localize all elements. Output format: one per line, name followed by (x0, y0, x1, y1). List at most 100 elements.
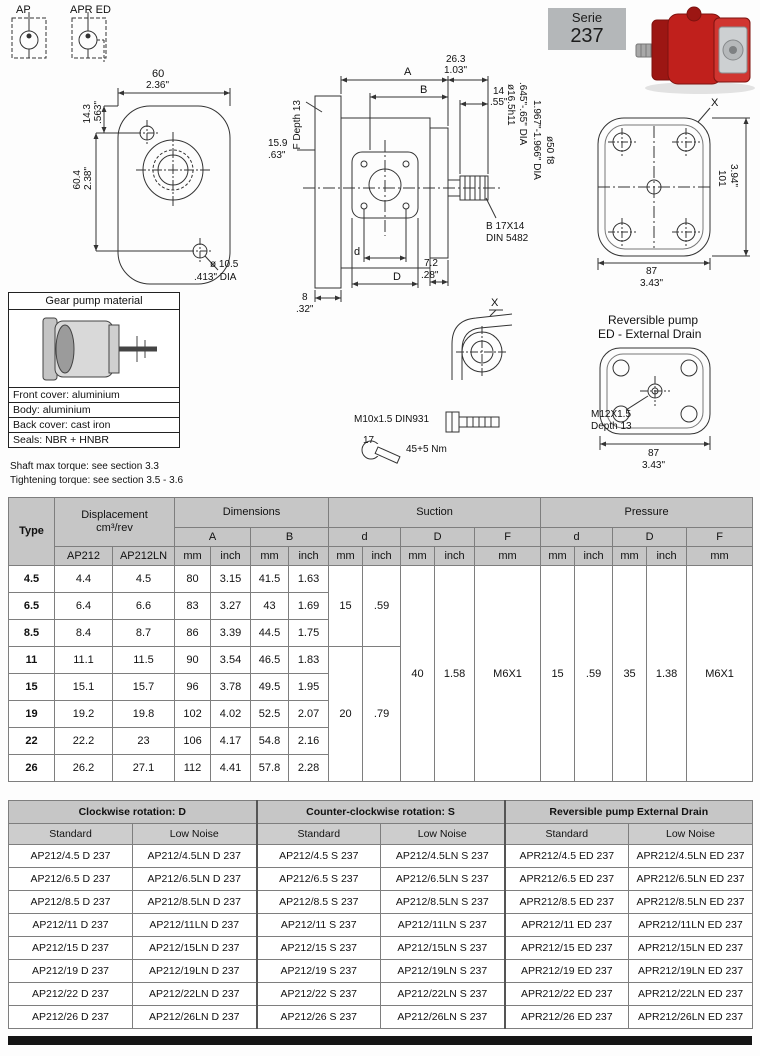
reversible-bolt-spacing-mm-label: 87 (648, 448, 660, 459)
side-foot-in-label: .32" (296, 304, 314, 315)
back-bolt-spacing-mm-label: 87 (646, 266, 658, 277)
side-port-back-mm-label: 7.2 (424, 258, 438, 269)
reversible-bolt-spacing-in-label: 3.43" (642, 460, 666, 471)
side-shaft-len-in-label: 1.03" (444, 65, 468, 76)
spec-cell: 96 (174, 673, 212, 701)
front-hole-offset-mm-label: 14.3 (82, 104, 93, 124)
side-foot-mm-label: 8 (302, 292, 308, 303)
spec-cell: 2.16 (288, 727, 330, 755)
spec-cell: 11.1 (54, 646, 113, 674)
spec-type-cell: 26 (8, 754, 55, 782)
spec-cell: 1.69 (288, 592, 330, 620)
spec-table: Type Displacement cm³/rev Dimensions Suc… (8, 497, 754, 782)
material-figure-drawing (42, 317, 157, 381)
order-subheader-low-noise: Low Noise (380, 823, 506, 845)
order-code-cell: APR212/8.5 ED 237 (504, 890, 630, 914)
order-code-cell: AP212/6.5 D 237 (8, 867, 133, 891)
order-code-cell: APR212/11 ED 237 (504, 913, 630, 937)
spec-header-ap212ln: AP212LN (111, 546, 176, 566)
reversible-drain-thread-label: M12X1.5 (591, 409, 632, 420)
material-box-title: Gear pump material (9, 293, 179, 310)
spec-header-b: B (250, 527, 330, 547)
spec-cell: 83 (174, 592, 212, 620)
spec-cell: 26.2 (54, 754, 113, 782)
material-box-figure (9, 310, 179, 388)
order-code-cell: APR212/11LN ED 237 (628, 913, 754, 937)
spec-cell: M6X1 (686, 565, 754, 782)
order-code-cell: AP212/15LN D 237 (131, 936, 258, 960)
order-subheader-low-noise: Low Noise (131, 823, 258, 845)
order-code-cell: APR212/19LN ED 237 (628, 959, 754, 983)
side-shaft-dia-in-label: .645"-.65" DIA (517, 82, 528, 146)
spec-cell: 102 (174, 700, 212, 728)
spec-header-a: A (174, 527, 252, 547)
spec-cell: 4.17 (210, 727, 252, 755)
detail-x-fragment (451, 309, 513, 380)
spec-cell: 112 (174, 754, 212, 782)
spec-header-suction-f: F (474, 527, 542, 547)
spec-cell: 44.5 (250, 619, 290, 647)
side-f-depth-label: F Depth 13 (292, 100, 303, 150)
order-code-cell: APR212/4.5 ED 237 (504, 844, 630, 868)
spec-cell: 22.2 (54, 727, 113, 755)
spec-header-row-1: Type Displacement cm³/rev Dimensions Suc… (8, 497, 754, 566)
order-code-cell: AP212/4.5LN D 237 (131, 844, 258, 868)
side-port-D-label: D (393, 271, 401, 283)
material-back-cover: Back cover: cast iron (9, 418, 179, 433)
order-group-counter-clockwise: Counter-clockwise rotation: S (256, 800, 506, 824)
spec-cell: 43 (250, 592, 290, 620)
spec-unit: mm (540, 546, 576, 566)
spec-cell: 3.54 (210, 646, 252, 674)
side-shaft-dia-label: ø16.5h11 (505, 84, 516, 126)
spec-cell: 1.58 (434, 565, 476, 782)
spec-unit: inch (362, 546, 402, 566)
spec-cell: 52.5 (250, 700, 290, 728)
front-hole-spacing-mm-label: 60.4 (72, 170, 83, 190)
order-code-cell: AP212/6.5LN D 237 (131, 867, 258, 891)
spec-cell: 4.5 (111, 565, 176, 593)
spec-cell: 3.78 (210, 673, 252, 701)
side-flange-in-label: .63" (268, 150, 286, 161)
detail-torque-label: 45+5 Nm (406, 444, 447, 455)
wrench-icon (361, 440, 401, 464)
spec-cell: 2.28 (288, 754, 330, 782)
spec-cell: 106 (174, 727, 212, 755)
front-width-mm-label: 60 (152, 68, 165, 80)
side-spline-standard-label: DIN 5482 (486, 233, 529, 244)
ap-symbol-label: AP (16, 4, 31, 16)
side-pilot-dia-in-label: 1.967"-1.966" DIA (531, 100, 542, 180)
side-dim-b-label: B (420, 84, 428, 96)
spec-header-row-3: AP212 AP212LN mm inch mm inch mm inch mm… (9, 546, 754, 566)
back-view (597, 107, 750, 270)
order-code-cell: APR212/22 ED 237 (504, 982, 630, 1006)
spec-type-cell: 22 (8, 727, 55, 755)
front-width-in-label: 2.36" (146, 80, 170, 91)
order-code-cell: APR212/4.5LN ED 237 (628, 844, 754, 868)
technical-drawings: AP APR ED Serie 237 60 2.36" 14.3 .563" … (0, 0, 760, 492)
order-code-cell: AP212/8.5LN D 237 (131, 890, 258, 914)
spec-header-pressure-D: D (612, 527, 688, 547)
spec-unit: inch (210, 546, 252, 566)
spec-header-pressure-d: d (540, 527, 614, 547)
order-code-cell: AP212/4.5 D 237 (8, 844, 133, 868)
order-code-cell: AP212/8.5LN S 237 (380, 890, 506, 914)
spec-cell: .59 (574, 565, 614, 782)
spec-cell: 3.27 (210, 592, 252, 620)
apr-ed-symbol (71, 12, 107, 62)
spec-cell: 90 (174, 646, 212, 674)
order-code-cell: AP212/15 D 237 (8, 936, 133, 960)
spec-unit: inch (574, 546, 614, 566)
spec-unit: inch (288, 546, 330, 566)
order-code-cell: AP212/19LN D 237 (131, 959, 258, 983)
order-code-cell: APR212/22LN ED 237 (628, 982, 754, 1006)
ap-symbol (11, 12, 47, 59)
spec-cell: .59 (362, 565, 402, 647)
order-code-cell: AP212/4.5 S 237 (256, 844, 382, 868)
spec-cell: 4.4 (54, 565, 113, 593)
